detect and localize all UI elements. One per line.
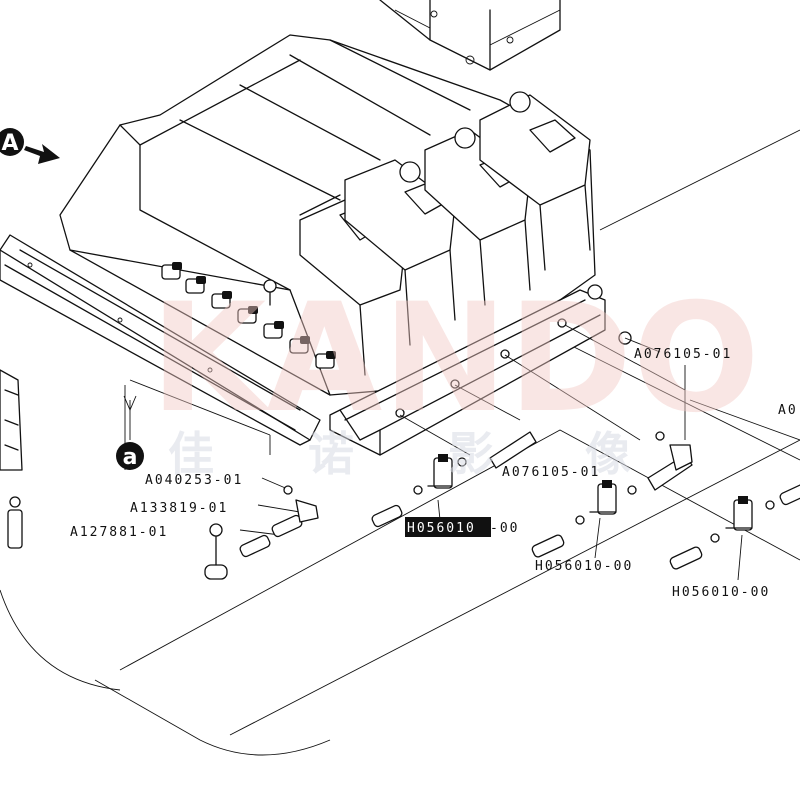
t-fitting-2: [589, 480, 617, 515]
part-label-a040253: A040253-01: [145, 473, 243, 488]
part-label-h056010-highlight: H056010 -00: [405, 517, 519, 537]
front-rail: [0, 234, 321, 446]
part-label-a133819: A133819-01: [130, 501, 228, 516]
watermark-latin: KANDO: [150, 272, 760, 446]
part-label-h056010-right: H056010-00: [672, 585, 770, 600]
highlight-box: [405, 517, 491, 537]
part-label-h056010-hl-text: H056010: [407, 521, 476, 536]
leader-lines: [129, 324, 800, 581]
watermark-chinese-2: 诺: [308, 427, 354, 481]
platform-outline: [0, 129, 800, 756]
watermark-chinese-3: 影: [448, 427, 494, 481]
watermark-chinese-4: 像: [585, 427, 631, 481]
part-label-h056010-mid: H056010-00: [535, 559, 633, 574]
watermark: KANDO 佳 诺 影 像: [150, 272, 760, 481]
part-label-a0-edge: A0: [778, 403, 798, 418]
cartridge-slots: [299, 91, 591, 376]
view-arrow-a: A: [0, 128, 60, 164]
t-fitting-3: [725, 496, 753, 531]
watermark-chinese-1: 佳: [168, 427, 214, 481]
detail-callout-a: a: [116, 395, 144, 470]
valve-levers: [161, 262, 336, 369]
view-a-letter: A: [1, 131, 18, 156]
upper-cabinet: [379, 0, 561, 71]
hose-assemblies: [7, 431, 800, 580]
t-fitting-1: [427, 454, 453, 489]
part-label-h056010-rest-text: -00: [490, 521, 519, 536]
part-labels: A076105-01 A0 A076105-01 A040253-01 A133…: [70, 347, 798, 600]
left-cabinet: [0, 369, 23, 471]
drain-plug: [204, 523, 228, 580]
part-label-a076105-upper: A076105-01: [634, 347, 732, 362]
part-label-a127881: A127881-01: [70, 525, 168, 540]
detail-a-letter: a: [123, 445, 138, 470]
part-label-a076105-lower: A076105-01: [502, 465, 600, 480]
